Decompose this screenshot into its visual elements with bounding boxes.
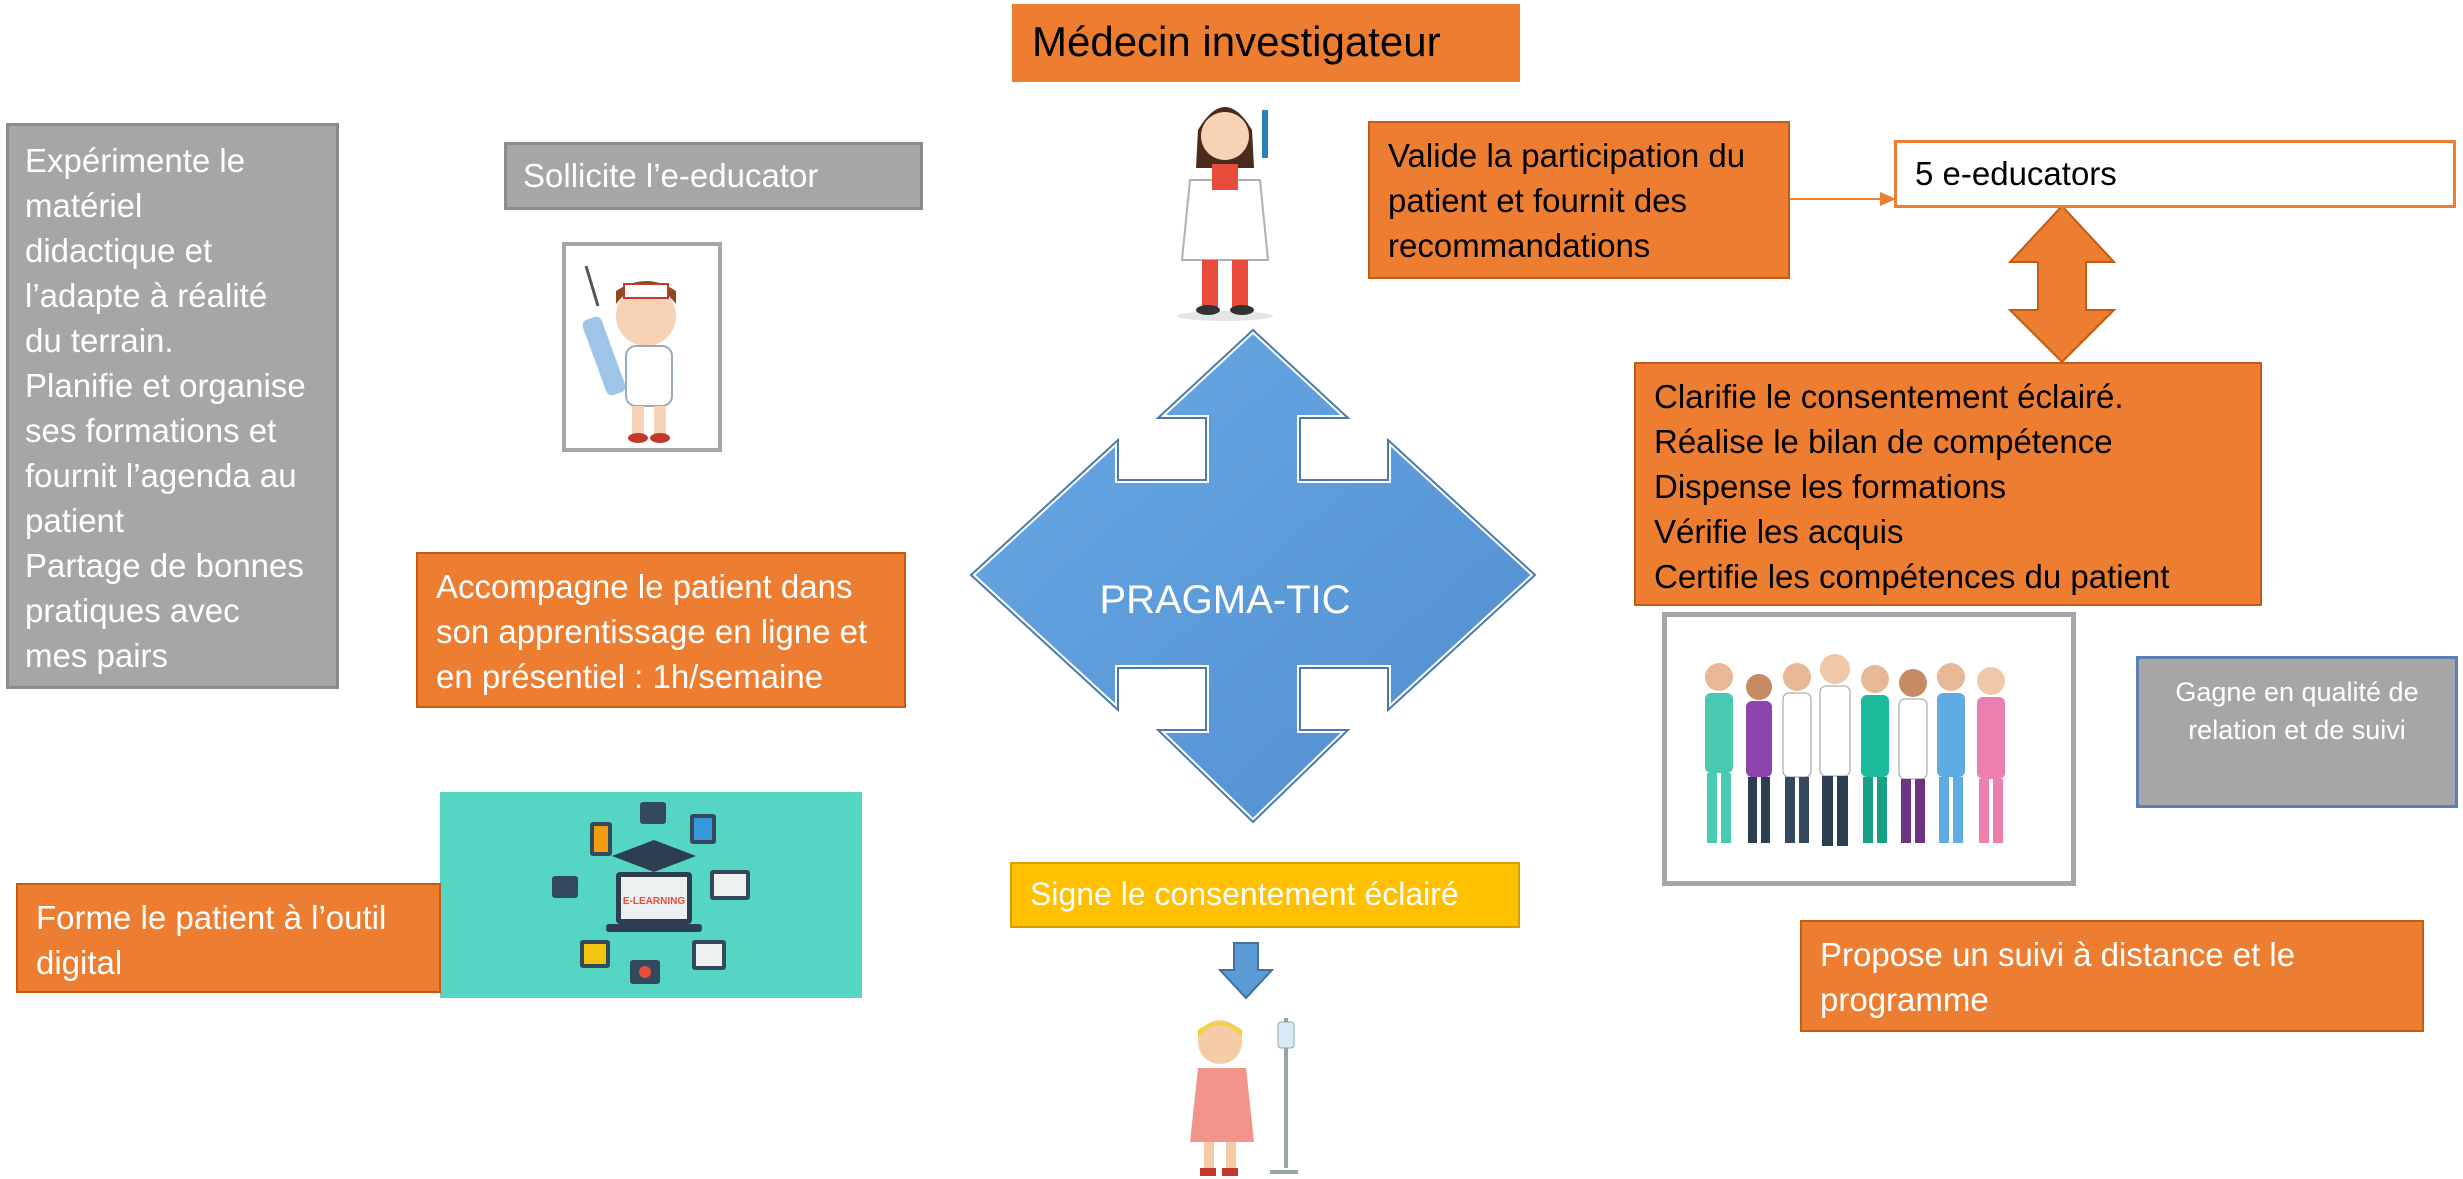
valide-text: Valide la participation du patient et fo… [1388, 137, 1746, 264]
educators-box: 5 e-educators [1894, 140, 2456, 208]
gagne-text: Gagne en qualité de relation et de suivi [2175, 677, 2419, 745]
nurse-illustration [562, 242, 722, 452]
valide-box: Valide la participation du patient et fo… [1368, 121, 1790, 279]
title-box: Médecin investigateur [1012, 4, 1520, 82]
gagne-box: Gagne en qualité de relation et de suivi [2136, 656, 2458, 808]
forme-box: Forme le patient à l’outil digital [16, 883, 441, 993]
sollicite-text: Sollicite l’e-educator [523, 157, 819, 194]
medical-staff-illustration [1662, 612, 2076, 886]
propose-box: Propose un suivi à distance et le progra… [1800, 920, 2424, 1032]
doctor-illustration [1160, 90, 1290, 322]
signe-text: Signe le consentement éclairé [1030, 876, 1459, 912]
patient-illustration [1190, 1008, 1298, 1179]
educators-text: 5 e-educators [1915, 155, 2117, 192]
propose-text: Propose un suivi à distance et le progra… [1820, 936, 2296, 1018]
page-title: Médecin investigateur [1032, 18, 1441, 65]
sollicite-box: Sollicite l’e-educator [504, 142, 923, 210]
left-grey-text: Expérimente le matériel didactique et l’… [25, 142, 306, 674]
elearning-illustration: E-LEARNING [440, 792, 862, 998]
elearning-label: E-LEARNING [623, 896, 685, 907]
accompagne-text: Accompagne le patient dans son apprentis… [436, 568, 868, 695]
signe-box: Signe le consentement éclairé [1010, 862, 1520, 928]
clarifie-text: Clarifie le consentement éclairé. Réalis… [1654, 378, 2170, 595]
accompagne-box: Accompagne le patient dans son apprentis… [416, 552, 906, 708]
center-label: PRAGMA-TIC [1099, 578, 1351, 622]
forme-text: Forme le patient à l’outil digital [36, 899, 387, 981]
clarifie-box: Clarifie le consentement éclairé. Réalis… [1634, 362, 2262, 606]
left-grey-box: Expérimente le matériel didactique et l’… [6, 123, 339, 689]
